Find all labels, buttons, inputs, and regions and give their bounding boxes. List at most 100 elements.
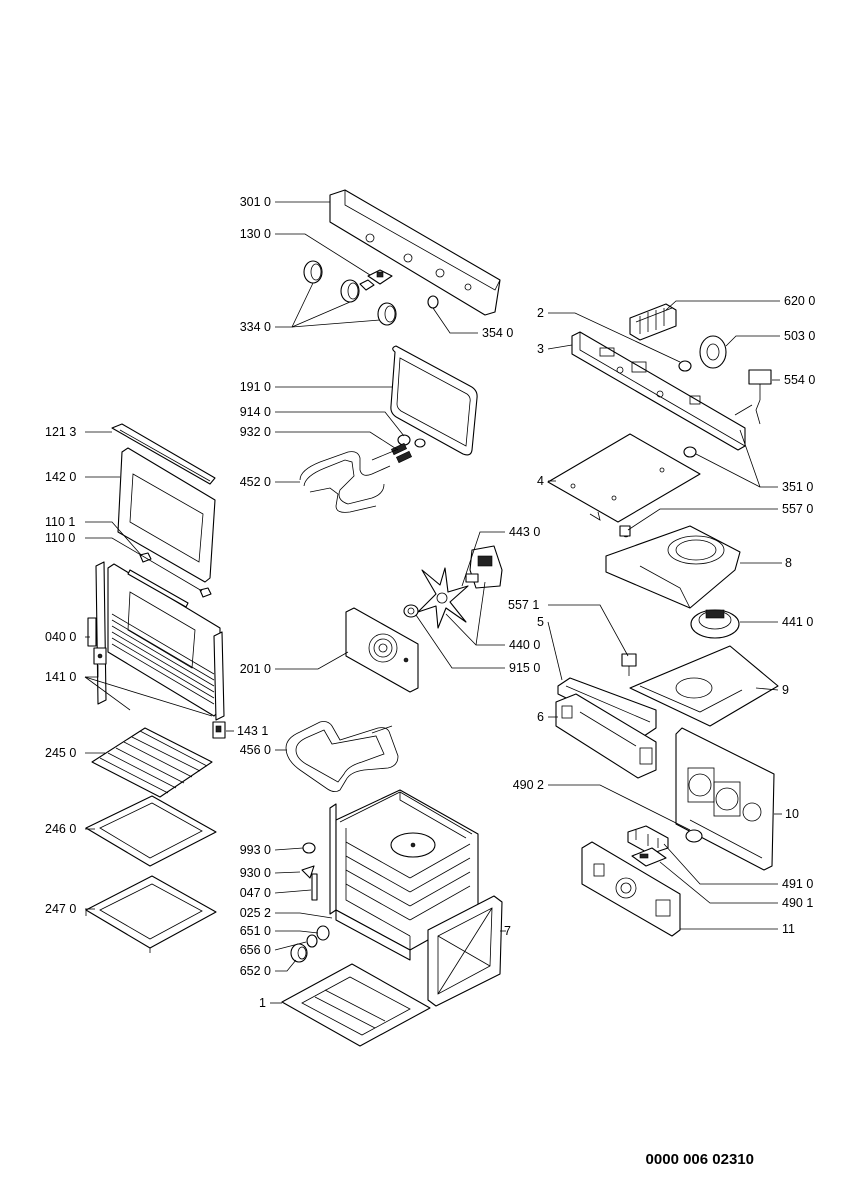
label-1300: 130 0 <box>240 227 271 241</box>
part-latch <box>212 721 226 739</box>
label-5571: 557 1 <box>508 598 539 612</box>
part-oven-cavity <box>329 789 479 961</box>
part-component-4910 <box>627 825 669 855</box>
label-4560: 456 0 <box>240 743 271 757</box>
part-small-cap <box>678 360 692 372</box>
leader-lines <box>84 201 782 1004</box>
part-switch <box>359 269 393 291</box>
part-cap <box>699 335 727 369</box>
part-fan-motor <box>465 545 503 589</box>
label-1431: 143 1 <box>237 724 268 738</box>
label-5030: 503 0 <box>784 329 815 343</box>
label-1101: 110 1 <box>45 515 75 529</box>
part-wire-shelf <box>91 727 213 798</box>
label-3340: 334 0 <box>240 320 271 334</box>
part-fittings <box>390 434 426 464</box>
label-1410: 141 0 <box>45 670 76 684</box>
part-lower-element <box>285 721 399 792</box>
label-4910: 491 0 <box>782 877 813 891</box>
part-fan-cover <box>345 607 419 693</box>
part-tangential-fan <box>690 609 740 639</box>
part-component-4902 <box>685 829 703 843</box>
document-code: 0000 006 02310 <box>646 1151 754 1168</box>
label-0400: 040 0 <box>45 630 76 644</box>
label-1420: 142 0 <box>45 470 76 484</box>
label-9150: 915 0 <box>509 661 540 675</box>
part-bottom-rear-panel <box>581 841 681 937</box>
label-9140: 914 0 <box>240 405 271 419</box>
part-gasket <box>390 345 478 456</box>
part-top-cover <box>629 645 779 727</box>
part-bottom-panel <box>281 963 431 1047</box>
part-rear-wall <box>675 727 775 871</box>
label-6: 6 <box>537 710 544 724</box>
part-hinge <box>87 617 107 665</box>
part-spacer <box>683 446 697 458</box>
label-3510: 351 0 <box>782 480 813 494</box>
label-6200: 620 0 <box>784 294 815 308</box>
part-door-side-profiles <box>95 561 225 721</box>
label-4: 4 <box>537 474 544 488</box>
label-3: 3 <box>537 342 544 356</box>
part-baking-tray <box>85 795 217 867</box>
part-door-top-trim <box>111 423 216 485</box>
part-thermostat <box>734 369 772 425</box>
label-9300: 930 0 <box>240 866 271 880</box>
label-4400: 440 0 <box>509 638 540 652</box>
part-rear-plate <box>547 433 701 523</box>
part-knob-set <box>290 925 330 963</box>
label-1910: 191 0 <box>240 380 271 394</box>
label-9930: 993 0 <box>240 843 271 857</box>
label-9320: 932 0 <box>240 425 271 439</box>
part-deep-tray <box>85 875 217 953</box>
label-2: 2 <box>537 306 544 320</box>
part-small-fittings <box>301 842 318 901</box>
label-2460: 246 0 <box>45 822 76 836</box>
label-6520: 652 0 <box>240 964 271 978</box>
part-control-bracket <box>571 331 746 451</box>
part-side-panel <box>427 895 503 1007</box>
part-upper-frame <box>557 677 657 737</box>
part-inner-door <box>107 563 221 717</box>
label-6560: 656 0 <box>240 943 271 957</box>
part-nut <box>403 604 419 618</box>
label-3540: 354 0 <box>482 326 513 340</box>
label-4430: 443 0 <box>509 525 540 539</box>
label-3010: 301 0 <box>240 195 271 209</box>
label-4901: 490 1 <box>782 896 813 910</box>
part-electronic-bracket <box>555 693 657 779</box>
label-11: 11 <box>782 922 795 936</box>
label-4410: 441 0 <box>782 615 813 629</box>
label-1213: 121 3 <box>45 425 76 439</box>
part-terminal-block <box>629 303 677 341</box>
part-component-4901 <box>631 847 667 867</box>
part-labels: 301 0 130 0 334 0 354 0 191 0 914 0 932 … <box>45 195 815 1010</box>
label-1: 1 <box>259 996 266 1010</box>
label-9: 9 <box>782 683 789 697</box>
label-4902: 490 2 <box>513 778 544 792</box>
part-duct-panel <box>605 525 741 609</box>
part-sensor-upper <box>619 525 631 537</box>
label-5: 5 <box>537 615 544 629</box>
label-10: 10 <box>785 807 799 821</box>
part-control-panel <box>329 189 501 316</box>
label-7: 7 <box>504 924 511 938</box>
label-2450: 245 0 <box>45 746 76 760</box>
part-fan-blade <box>417 567 469 629</box>
part-grill-element <box>299 449 397 513</box>
label-5540: 554 0 <box>784 373 815 387</box>
label-6510: 651 0 <box>240 924 271 938</box>
label-0470: 047 0 <box>240 886 271 900</box>
label-5570: 557 0 <box>782 502 813 516</box>
label-0252: 025 2 <box>240 906 271 920</box>
label-2470: 247 0 <box>45 902 76 916</box>
part-outer-glass <box>117 447 216 583</box>
part-sensor-lower <box>621 653 637 676</box>
label-4520: 452 0 <box>240 475 271 489</box>
label-8: 8 <box>785 556 792 570</box>
label-2010: 201 0 <box>240 662 271 676</box>
part-lamp-354 <box>427 295 439 309</box>
label-1100: 110 0 <box>45 531 75 545</box>
